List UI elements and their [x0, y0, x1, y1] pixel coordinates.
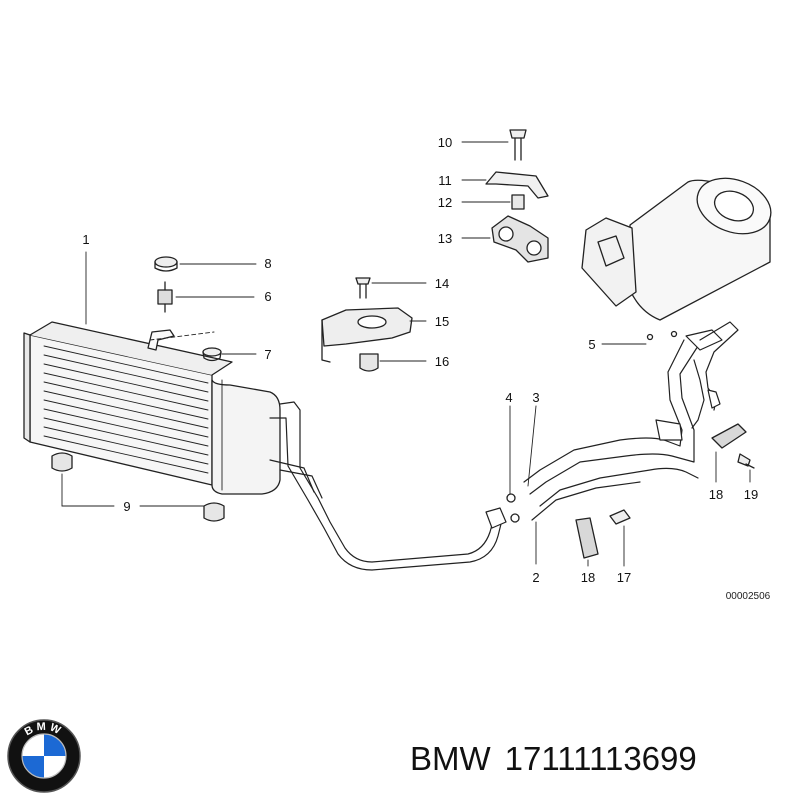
callout-9: 9	[123, 499, 130, 514]
part-number: 17111113699	[504, 740, 697, 777]
callout-17: 17	[617, 570, 631, 585]
callout-3: 3	[532, 390, 539, 405]
callout-10: 10	[438, 135, 452, 150]
diagram-reference-code: 00002506	[726, 591, 771, 602]
callout-14: 14	[435, 276, 449, 291]
oil-cooler	[23, 321, 281, 495]
callout-7: 7	[264, 347, 271, 362]
nut-part-7	[202, 347, 222, 362]
sleeve-part-12	[511, 194, 525, 210]
callout-18-right: 18	[709, 487, 723, 502]
rubber-mount-part-6	[157, 281, 173, 313]
callout-6: 6	[264, 289, 271, 304]
grommet-part-9	[51, 452, 225, 522]
callout-18-lower: 18	[581, 570, 595, 585]
seal-rings	[506, 330, 678, 523]
callout-5: 5	[588, 337, 595, 352]
bolt-part-17	[609, 509, 631, 525]
callout-1: 1	[82, 232, 89, 247]
bolt-part-19	[737, 453, 755, 469]
clip-part-18-lower	[575, 517, 599, 559]
part-number-label: BMW 17111113699	[410, 740, 711, 778]
bmw-logo: BMW	[7, 719, 81, 793]
callout-labels: 1 2 3 4 5 6 7 8 9 10 11 12 13 14 15 16 1…	[82, 135, 770, 602]
sleeve-part-16	[359, 353, 379, 372]
callout-11: 11	[438, 173, 452, 188]
part-brand: BMW	[410, 740, 491, 777]
bolt-part-14	[355, 277, 371, 299]
oil-filter-housing	[581, 177, 772, 321]
bracket-part-11	[485, 171, 549, 199]
clip-part-18	[711, 423, 747, 449]
bolt-part-10	[509, 129, 527, 161]
callout-13: 13	[438, 231, 452, 246]
callout-12: 12	[438, 195, 452, 210]
callout-16: 16	[435, 354, 449, 369]
callout-15: 15	[435, 314, 449, 329]
callout-19: 19	[744, 487, 758, 502]
svg-text:BMW: BMW	[23, 721, 66, 739]
callout-8: 8	[264, 256, 271, 271]
callout-4: 4	[505, 390, 512, 405]
oil-lines	[269, 321, 739, 571]
callout-2: 2	[532, 570, 539, 585]
nut-part-8	[154, 256, 178, 272]
holder-part-15	[321, 307, 413, 363]
leader-lines	[61, 141, 751, 567]
clamp-part-13	[491, 215, 549, 263]
